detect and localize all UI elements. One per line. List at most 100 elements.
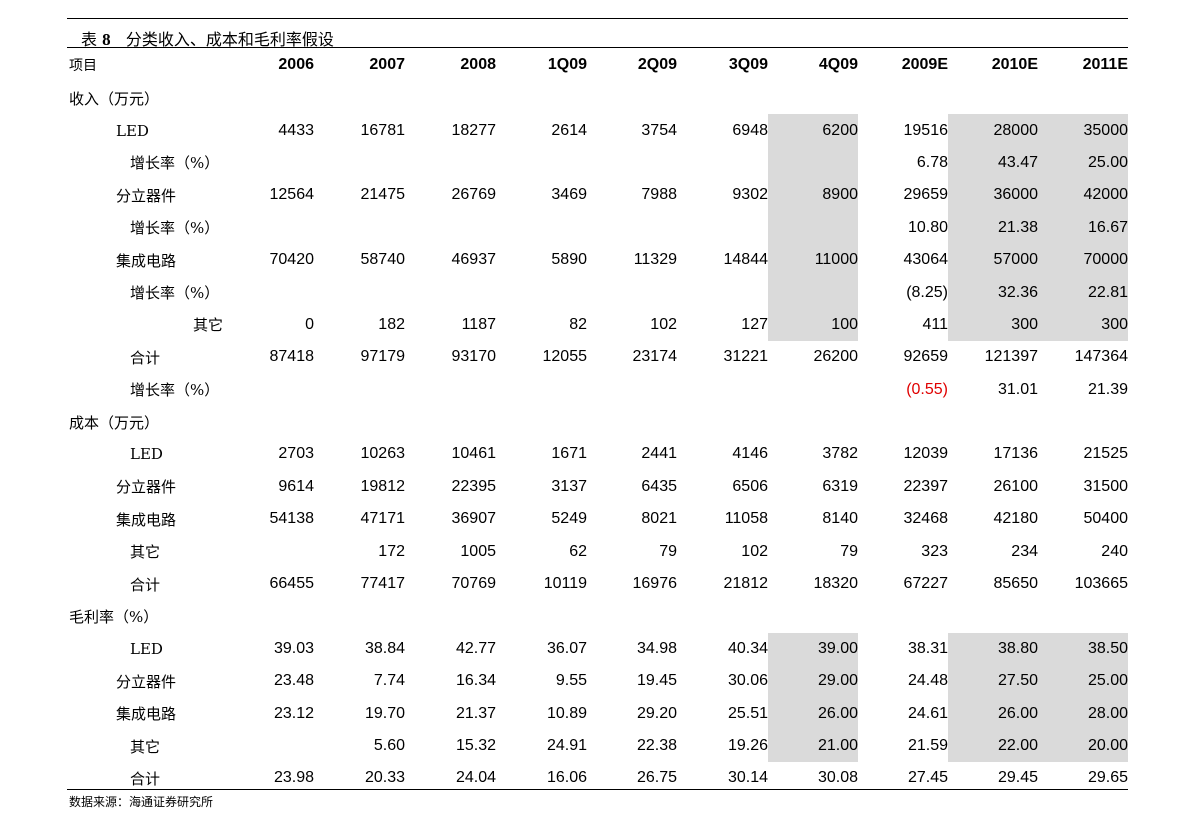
table-cell: 23.48 [273,672,314,690]
table-cell: 38.84 [364,639,405,657]
table-cell: 26769 [451,186,497,204]
table-cell: 6.78 [916,153,948,171]
table-cell: 182 [378,315,405,333]
table-cell: 42180 [993,510,1039,528]
table-cell: 21.37 [455,704,496,722]
table-cell: 1187 [461,315,496,333]
table-title-text: 分类收入、成本和毛利率假设 [125,30,334,49]
table-cell: 19.26 [727,737,768,754]
header-cell: 2011E [1082,56,1128,73]
table-cell [224,276,314,308]
table-cell [768,146,858,180]
table-cell: 7.74 [373,672,405,690]
table-cell: 29.20 [636,704,677,722]
table-cell: 18277 [451,121,497,139]
table-cell: 4146 [732,445,768,463]
table-cell: 77417 [360,575,406,593]
table-cell [768,276,858,309]
table-cell: 79 [659,542,677,560]
table-cell: 10119 [543,575,587,593]
row-label: 增长率（%） [130,219,220,238]
table-cell: 7988 [641,186,677,204]
table-cell: 11329 [633,251,677,269]
table-cell [948,82,1038,114]
table-cell: 29.00 [768,665,858,698]
table-cell: 92659 [903,348,949,366]
table-cell [948,406,1038,438]
table-cell: 24.61 [907,704,948,722]
table-cell [405,147,496,179]
table-cell [224,600,314,632]
header-cell: 2010E [991,56,1038,73]
table-cell [496,82,587,114]
source-note: 数据来源：海通证券研究所 [69,795,214,809]
table-cell [224,147,314,179]
table-cell: 25.00 [1038,665,1128,698]
row-label: 合计 [130,575,161,594]
table-cell: 10461 [451,445,497,463]
table-cell [314,406,405,438]
table-cell [677,82,768,114]
table-cell: 42000 [1038,179,1128,212]
table-cell: 40.34 [727,639,768,657]
table-cell: 16976 [632,575,678,593]
table-cell [858,406,948,438]
table-cell: 22.81 [1038,276,1128,309]
table-cell: 20.33 [364,769,405,787]
table-cell [768,374,858,406]
table-cell: 16.34 [455,672,496,690]
table-cell: 300 [948,308,1038,342]
table-cell [677,374,768,406]
table-cell: 25.00 [1038,146,1128,180]
table-cell: 26100 [993,477,1039,495]
table-cell [224,406,314,438]
table-cell: 22.38 [636,737,677,754]
table-cell: 240 [1101,542,1128,560]
table-cell [314,276,405,308]
table-cell: 19516 [903,121,949,139]
table-cell: 27.45 [907,769,948,787]
table-cell: 24.04 [455,769,496,787]
table-cell [587,276,677,308]
table-cell [496,212,587,244]
table-cell: 36907 [451,510,497,528]
header-cell: 2006 [278,56,314,73]
table-cell: 8140 [822,510,858,528]
table-cell: 1671 [551,445,587,463]
table-cell [858,600,948,632]
table-cell: 172 [378,542,405,560]
table-cell: 11058 [724,510,768,528]
table-cell: 2441 [641,445,677,463]
table-cell: 23.98 [273,769,314,787]
table-cell [496,147,587,179]
table-cell [496,276,587,308]
table-cell: 82 [569,315,587,333]
row-label: 分立器件 [116,478,177,497]
row-label: 其它 [130,737,161,756]
table-cell: 12055 [542,348,588,366]
table-cell: 62 [569,542,587,560]
table-cell: 16.06 [546,769,587,787]
table-cell: 6948 [732,121,768,139]
table-cell: 42.77 [455,639,496,657]
table-cell: 97179 [360,348,406,366]
table-cell: 19.45 [636,672,677,690]
table-cell: 4433 [278,121,314,139]
table-cell: 70420 [269,251,315,269]
table-cell: 21.39 [1087,380,1128,398]
table-cell [496,600,587,632]
table-cell [587,82,677,114]
table-cell [314,82,405,114]
table-cell: 70000 [1038,243,1128,277]
table-cell: 32.36 [948,276,1038,309]
table-cell: 6319 [822,477,858,495]
table-cell: 102 [650,315,677,333]
